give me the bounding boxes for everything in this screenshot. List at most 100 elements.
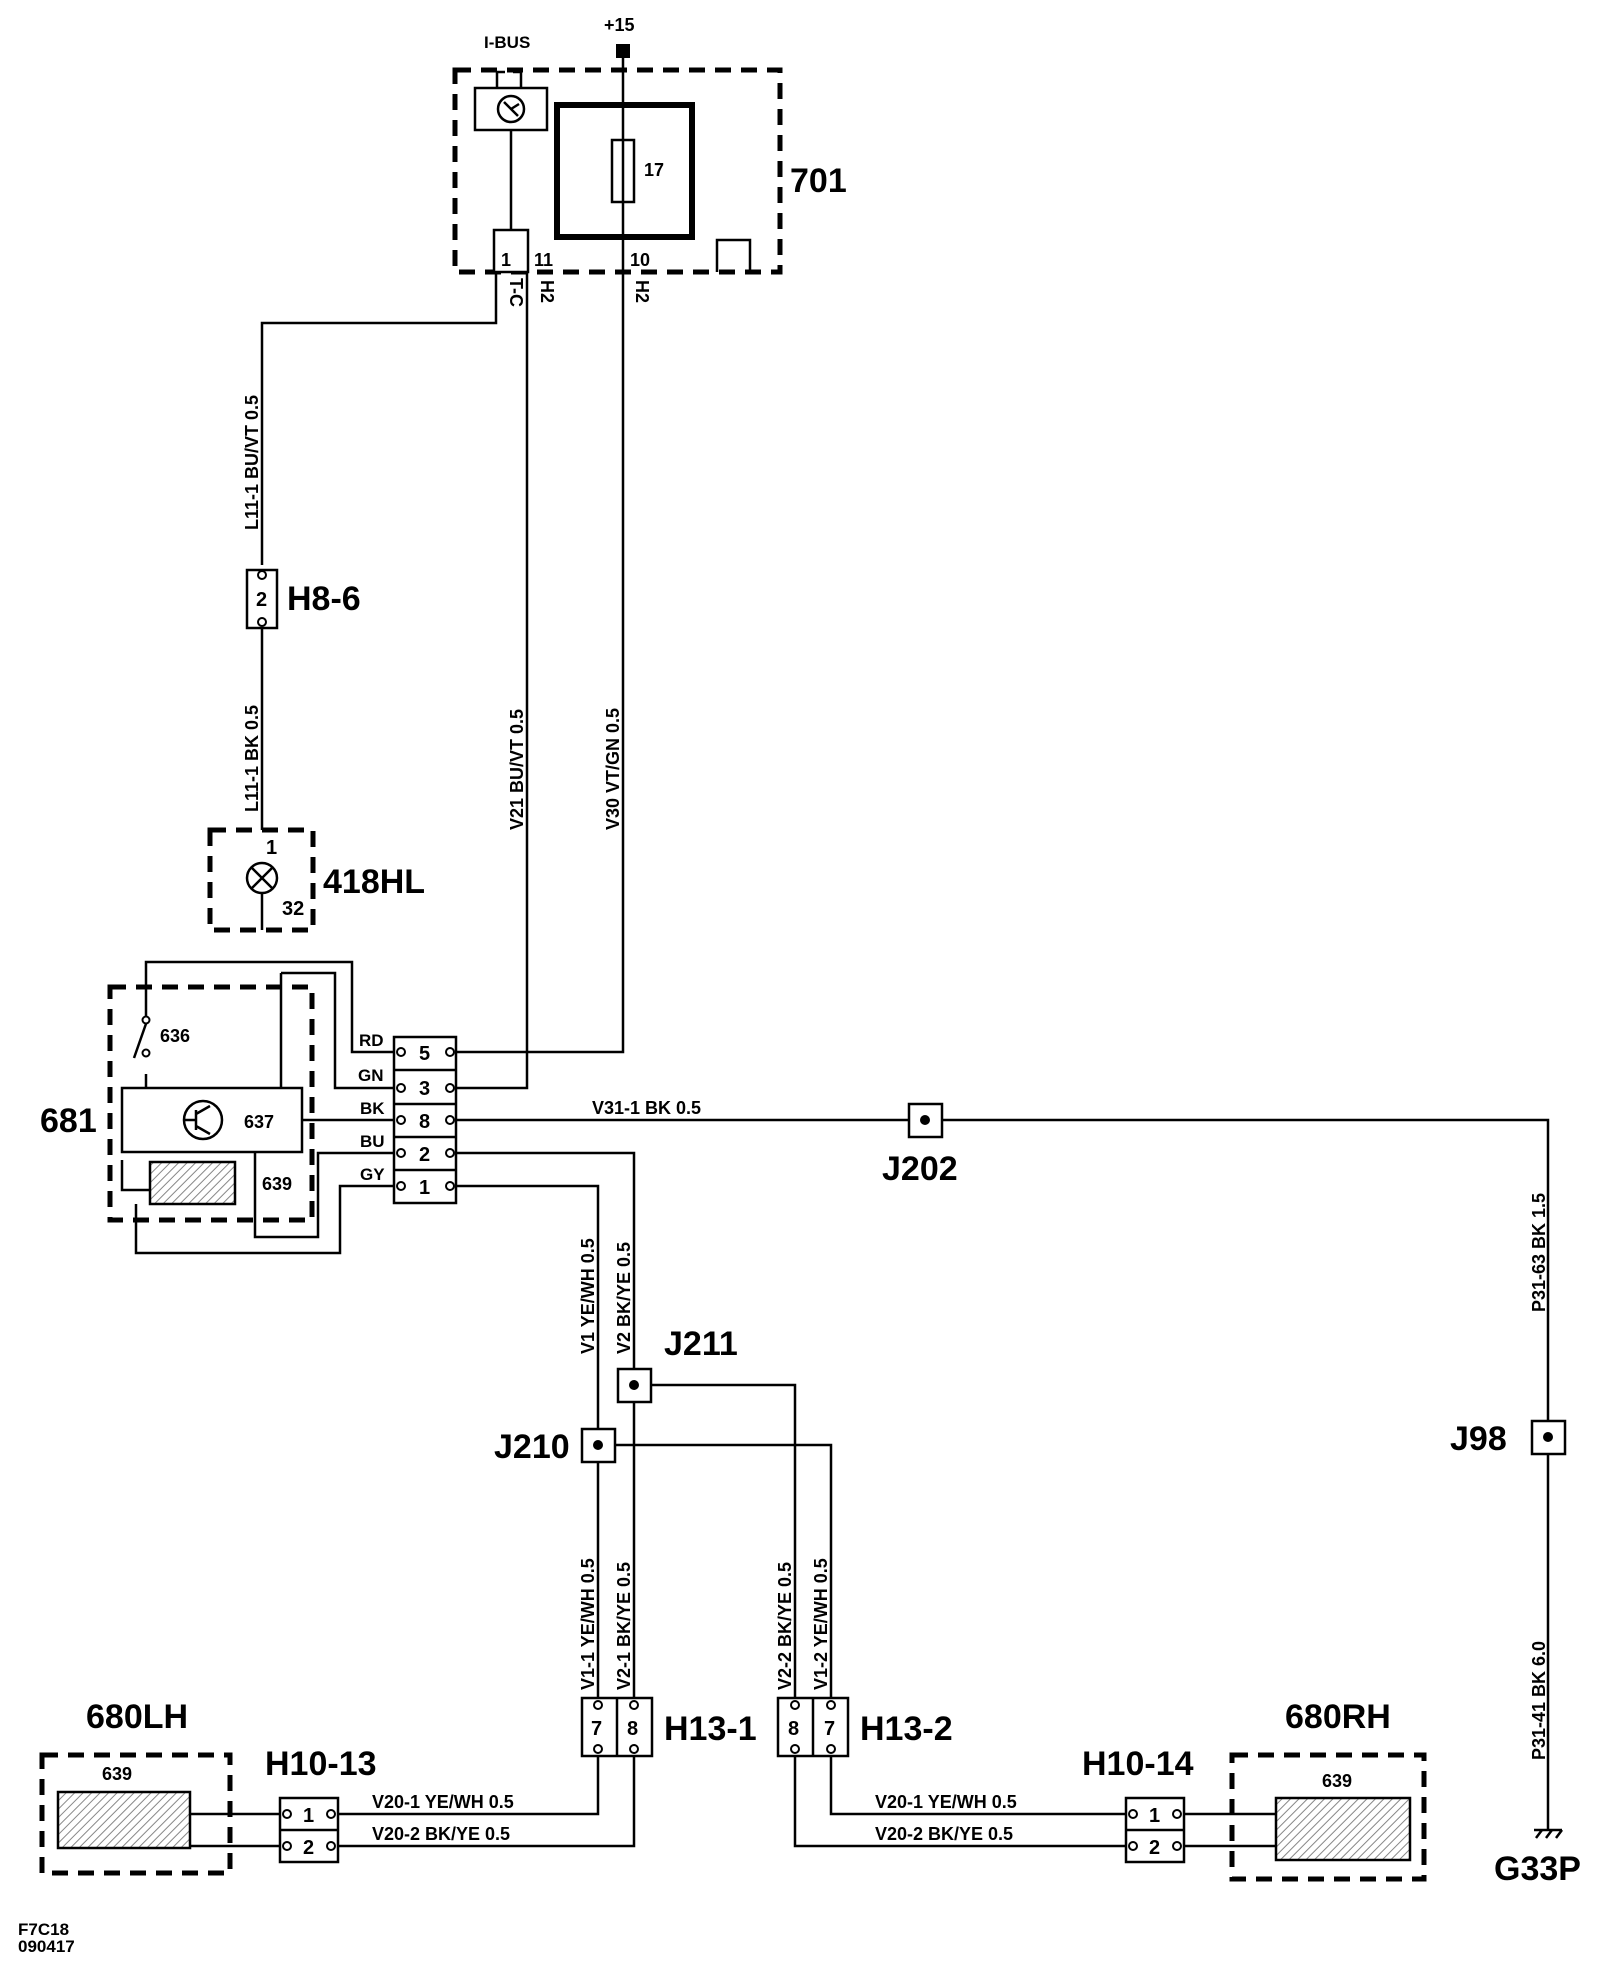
label-v1: V1 YE/WH 0.5	[578, 1238, 598, 1354]
wire-v20-2-left	[338, 1756, 636, 1848]
pin-h10-13-1: 1	[303, 1805, 314, 1827]
pin-conn-8: 8	[419, 1111, 430, 1133]
wire-v1-2	[598, 1443, 833, 1698]
label-h8-6: H8-6	[287, 580, 361, 618]
label-j98: J98	[1450, 1420, 1507, 1458]
heater-639	[148, 1160, 237, 1206]
label-h10-14: H10-14	[1082, 1745, 1194, 1783]
wire-v20-1-left	[338, 1756, 600, 1816]
color-gy: GY	[360, 1165, 385, 1184]
pin-701-11: 11	[534, 250, 553, 270]
connector-h13-2: 8 7 H13-2	[776, 1696, 953, 1758]
label-j210: J210	[494, 1428, 570, 1466]
junction-j98: J98	[1450, 1419, 1567, 1458]
module-701-tab	[715, 238, 752, 272]
label-701: 701	[790, 162, 847, 200]
label-h10-13: H10-13	[265, 1745, 377, 1783]
junction-j202: J202	[882, 1102, 958, 1188]
label-v20-2-left: V20-2 BK/YE 0.5	[372, 1824, 510, 1844]
color-bu: BU	[360, 1132, 385, 1151]
wire-v21	[456, 272, 529, 1090]
label-v20-1-left: V20-1 YE/WH 0.5	[372, 1792, 514, 1812]
wire-v2-2	[634, 1383, 797, 1698]
wire-v2	[456, 1151, 636, 1698]
label-v2-1: V2-1 BK/YE 0.5	[614, 1562, 634, 1690]
pin-h8-6: 2	[256, 589, 267, 611]
module-680rh: 680RH 639	[1184, 1698, 1427, 1882]
module-680lh: 680LH 639	[39, 1698, 280, 1876]
label-p31-41: P31-41 BK 6.0	[1529, 1641, 1549, 1760]
wire-v20-2-right	[793, 1756, 1126, 1848]
label-637: 637	[244, 1112, 274, 1132]
label-h2-b: H2	[632, 280, 652, 303]
label-p31-63: P31-63 BK 1.5	[1529, 1193, 1549, 1312]
color-bk: BK	[360, 1099, 385, 1118]
pin-conn-2: 2	[419, 1144, 430, 1166]
footer-date: 090417	[18, 1937, 75, 1956]
label-h13-1: H13-1	[664, 1710, 757, 1748]
power-label: +15	[604, 15, 635, 35]
connector-h10-14: 1 2 H10-14	[1082, 1745, 1194, 1864]
pin-h10-13-2: 2	[303, 1837, 314, 1859]
wire-v31-p31	[456, 1118, 1550, 1830]
pin-h10-14-2: 2	[1149, 1837, 1160, 1859]
pin-h13-2-8: 8	[788, 1718, 799, 1740]
junction-j211: J211	[616, 1325, 738, 1404]
label-v20-1-right: V20-1 YE/WH 0.5	[875, 1792, 1017, 1812]
module-701: I-BUS 17 701 1 11 10	[452, 33, 847, 275]
footer-code: F7C18	[18, 1920, 69, 1939]
pin-lamp-32: 32	[282, 898, 304, 920]
pin-h13-1-8: 8	[627, 1718, 638, 1740]
ibus-terminal-icon	[495, 70, 523, 88]
label-680lh: 680LH	[86, 1698, 188, 1736]
label-tc: T-C	[506, 278, 526, 307]
pin-h10-14-1: 1	[1149, 1805, 1160, 1827]
power-terminal-icon	[616, 44, 630, 58]
label-639: 639	[262, 1174, 292, 1194]
label-636: 636	[160, 1026, 190, 1046]
lamp-418hl: 1 32 418HL	[207, 827, 425, 933]
ibus-label: I-BUS	[484, 33, 530, 52]
pin-701-1: 1	[501, 250, 511, 270]
junction-j210: J210	[494, 1427, 617, 1466]
color-gn: GN	[358, 1066, 384, 1085]
wire-v20-1-right	[829, 1756, 1126, 1816]
label-v31: V31-1 BK 0.5	[592, 1098, 701, 1118]
pin-h13-1-7: 7	[591, 1718, 602, 1740]
label-v30: V30 VT/GN 0.5	[603, 708, 623, 830]
connector-h13-1: 7 8 H13-1	[580, 1696, 757, 1758]
label-j211: J211	[664, 1325, 738, 1363]
fuse-number: 17	[644, 160, 664, 180]
connector-681: 5 3 8 2 1 RD GN BK BU GY	[358, 1031, 458, 1205]
label-g33p: G33P	[1494, 1850, 1581, 1888]
pin-701-10: 10	[630, 250, 650, 270]
label-h2-a: H2	[537, 280, 557, 303]
fuse-block	[554, 102, 695, 240]
pin-conn-3: 3	[419, 1078, 430, 1100]
color-rd: RD	[359, 1031, 384, 1050]
label-h13-2: H13-2	[860, 1710, 953, 1748]
connector-h10-13: 1 2 H10-13	[265, 1745, 377, 1864]
label-l11-top: L11-1 BU/VT 0.5	[242, 395, 262, 530]
label-v1-2: V1-2 YE/WH 0.5	[811, 1558, 831, 1690]
ground-icon	[1534, 1828, 1563, 1839]
label-680rh-heater: 639	[1322, 1771, 1352, 1791]
label-j202: J202	[882, 1150, 958, 1188]
pin-h13-2-7: 7	[824, 1718, 835, 1740]
connector-701-pin1	[492, 228, 530, 274]
label-418hl: 418HL	[323, 863, 425, 901]
pin-conn-5: 5	[419, 1043, 430, 1065]
label-v20-2-right: V20-2 BK/YE 0.5	[875, 1824, 1013, 1844]
label-v2-2: V2-2 BK/YE 0.5	[775, 1562, 795, 1690]
wire-v1	[456, 1184, 600, 1698]
label-680lh-heater: 639	[102, 1764, 132, 1784]
wire-l11-top	[260, 272, 498, 565]
label-l11-bottom: L11-1 BK 0.5	[242, 705, 262, 812]
module-681: 681 636 637 639	[40, 960, 394, 1255]
label-680rh: 680RH	[1285, 1698, 1391, 1736]
label-681: 681	[40, 1102, 97, 1140]
wire-v30	[456, 58, 625, 1054]
label-v1-1: V1-1 YE/WH 0.5	[578, 1558, 598, 1690]
pin-lamp-1: 1	[266, 837, 277, 859]
